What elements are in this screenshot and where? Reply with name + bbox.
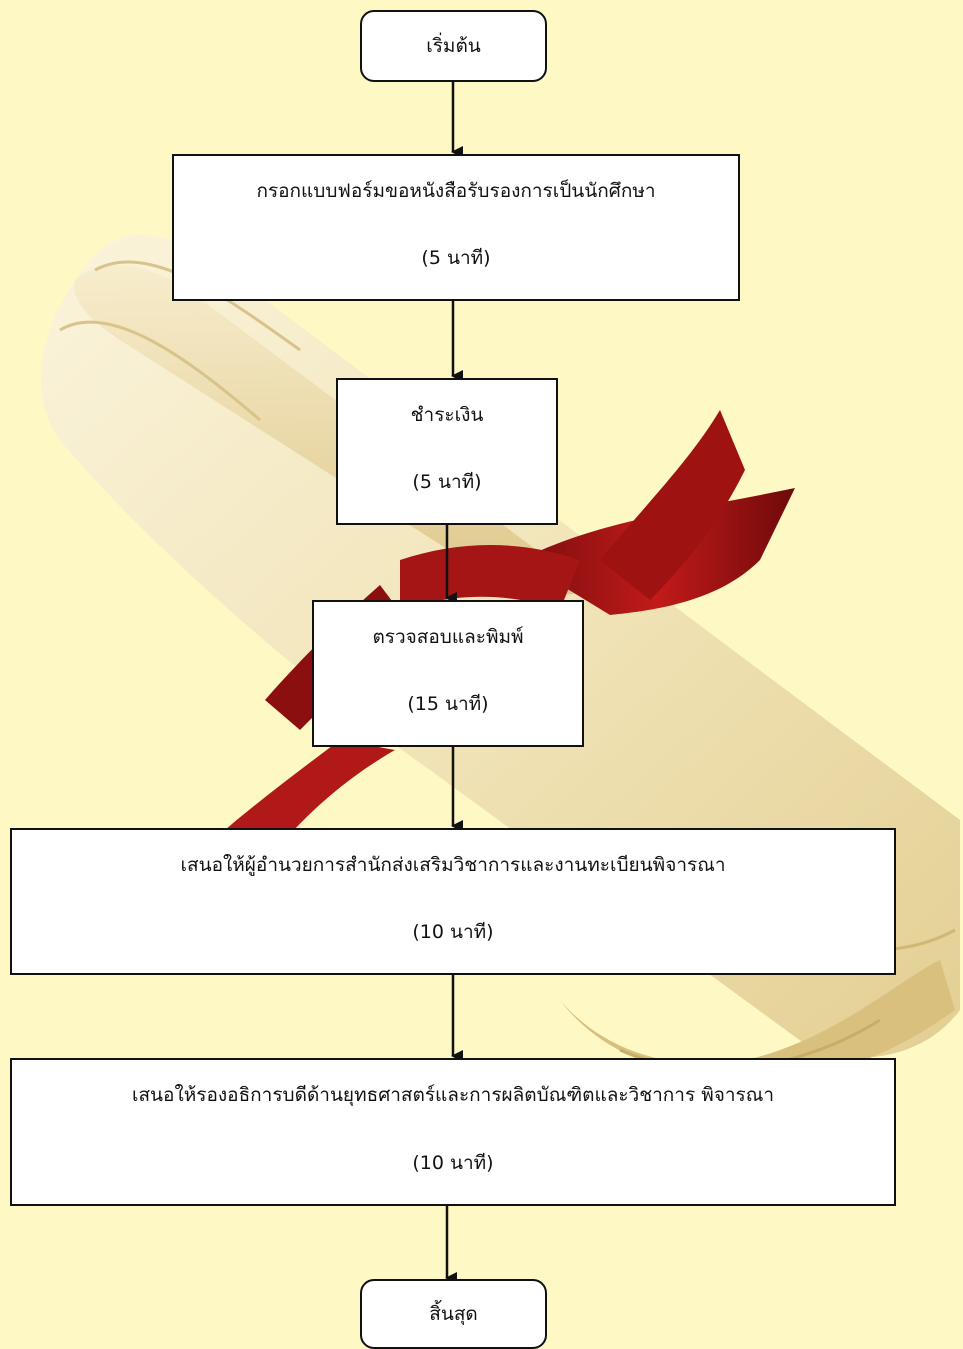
end-node: สิ้นสุด xyxy=(360,1279,547,1349)
step-title: เสนอให้ผู้อำนวยการสำนักส่งเสริมวิชาการแล… xyxy=(180,854,726,876)
step-duration: (15 นาที) xyxy=(407,693,489,715)
step-verify-print: ตรวจสอบและพิมพ์ (15 นาที) xyxy=(312,600,584,747)
scroll-roll-bottom xyxy=(560,960,955,1082)
step-duration: (5 นาที) xyxy=(421,247,491,269)
start-node: เริ่มต้น xyxy=(360,10,547,82)
step-title: เสนอให้รองอธิการบดีด้านยุทธศาสตร์และการผ… xyxy=(131,1084,775,1106)
start-label: เริ่มต้น xyxy=(426,35,481,57)
ribbon-tail-top xyxy=(600,410,745,600)
step-title: ชำระเงิน xyxy=(410,404,484,426)
step-director-review: เสนอให้ผู้อำนวยการสำนักส่งเสริมวิชาการแล… xyxy=(10,828,896,975)
step-title: ตรวจสอบและพิมพ์ xyxy=(372,626,524,648)
step-fill-form: กรอกแบบฟอร์มขอหนังสือรับรองการเป็นนักศึก… xyxy=(172,154,740,301)
end-label: สิ้นสุด xyxy=(429,1303,478,1325)
step-title: กรอกแบบฟอร์มขอหนังสือรับรองการเป็นนักศึก… xyxy=(256,180,656,202)
step-payment: ชำระเงิน (5 นาที) xyxy=(336,378,558,525)
step-duration: (5 นาที) xyxy=(412,471,482,493)
step-vice-rector-review: เสนอให้รองอธิการบดีด้านยุทธศาสตร์และการผ… xyxy=(10,1058,896,1206)
ribbon-tail-lower xyxy=(225,740,395,840)
step-duration: (10 นาที) xyxy=(412,1152,494,1174)
step-duration: (10 นาที) xyxy=(412,921,494,943)
